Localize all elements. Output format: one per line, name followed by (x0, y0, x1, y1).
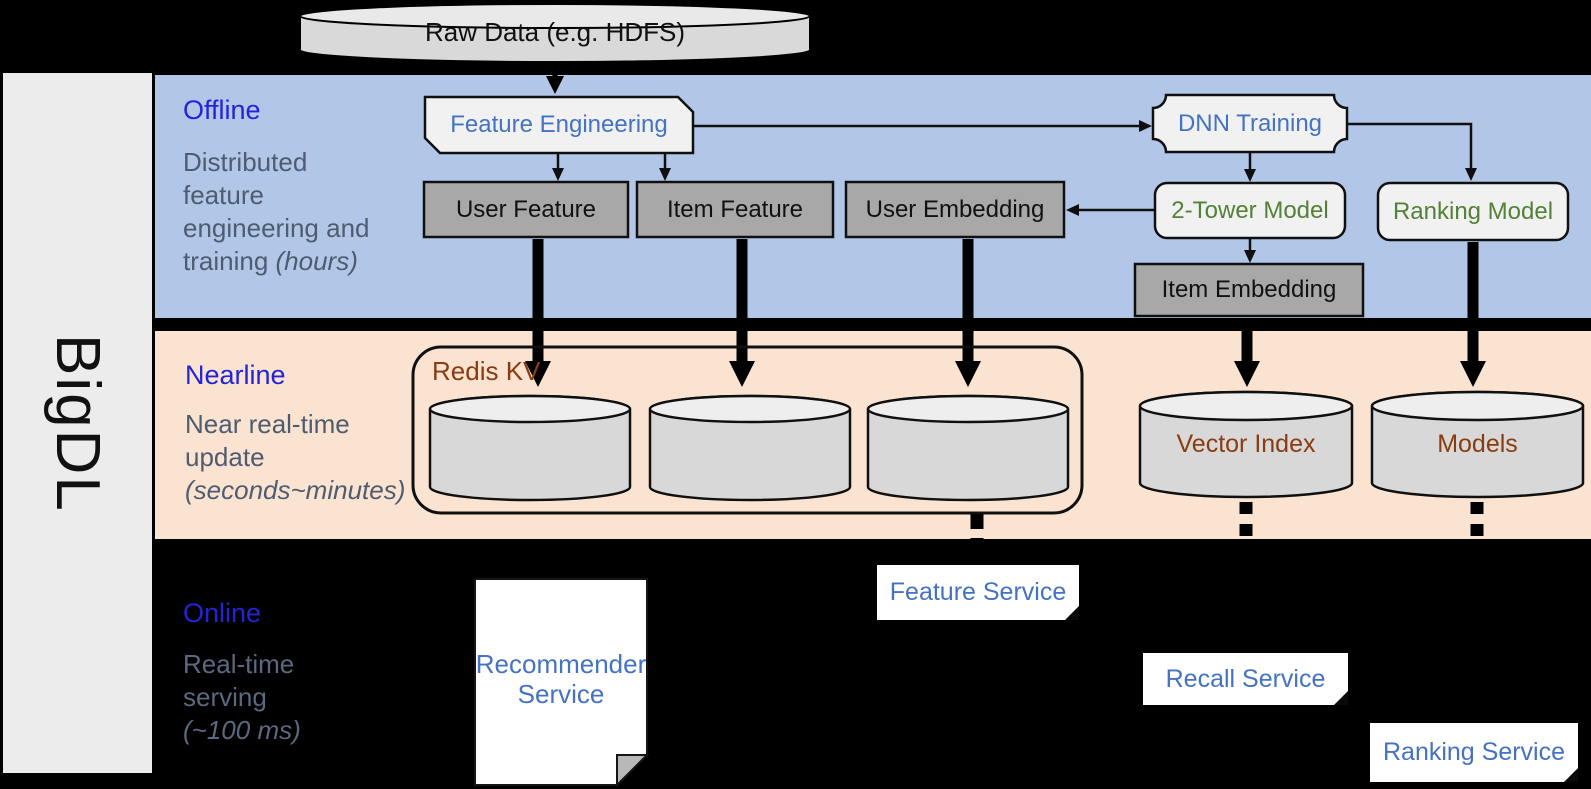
online-description-text: Real-time serving (183, 649, 295, 713)
ranking-model-label: Ranking Model (1392, 197, 1554, 225)
user-feature-label: User Feature (455, 195, 597, 223)
feature-service-label: Feature Service (889, 578, 1067, 607)
offline-description-text: Distributed feature engineering and trai… (183, 147, 370, 277)
offline-description-note: (hours) (275, 246, 358, 277)
item-feature-label: Item Feature (666, 195, 804, 223)
vector-index-label: Vector Index (1176, 429, 1316, 458)
nearline-title: Nearline (185, 360, 286, 390)
nearline-description-text: Near real-time update (185, 409, 350, 473)
redis-kv-label: Redis KV (432, 356, 541, 386)
item-embedding-label: Item Embedding (1161, 276, 1337, 304)
feature-engineering-label: Feature Engineering (450, 111, 668, 139)
nearline-description-note: (seconds~minutes) (185, 475, 406, 506)
recommender-service-label: Recommender Service (475, 649, 647, 709)
dnn-training-label: DNN Training (1177, 109, 1323, 137)
recall-service-label: Recall Service (1165, 664, 1326, 693)
raw-data-label: Raw Data (e.g. HDFS) (424, 17, 686, 48)
bigdl-sidebar: BigDL (3, 73, 152, 773)
models-label: Models (1437, 429, 1518, 458)
online-description: Real-time serving (~100 ms) (183, 648, 333, 747)
online-title: Online (183, 598, 262, 628)
offline-description: Distributed feature engineering and trai… (183, 146, 393, 278)
online-description-note: (~100 ms) (183, 715, 301, 746)
two-tower-model-label: 2-Tower Model (1171, 196, 1329, 224)
user-embedding-label: User Embedding (865, 195, 1045, 223)
bigdl-brand-label: BigDL (43, 333, 112, 513)
nearline-description: Near real-time update (seconds~minutes) (185, 408, 425, 507)
ranking-service-label: Ranking Service (1382, 738, 1566, 767)
offline-title: Offline (183, 95, 261, 125)
